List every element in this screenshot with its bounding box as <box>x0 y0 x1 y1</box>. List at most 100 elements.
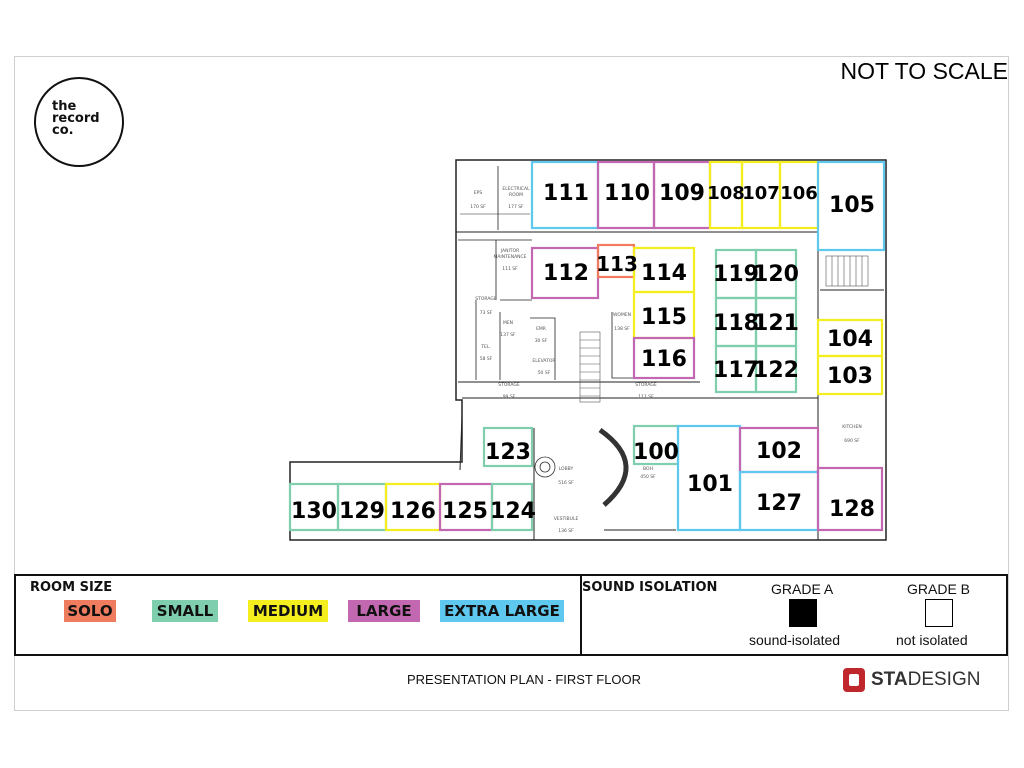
legend-small: SMALL <box>152 600 218 622</box>
room-105-outline <box>816 354 884 396</box>
room-128-number: 126 <box>390 499 436 524</box>
room-121-number: 119 <box>713 262 759 287</box>
logo-line-3: co. <box>52 123 74 138</box>
room-120-number: 118 <box>713 311 759 336</box>
sta-logo-rest: DESIGN <box>907 669 981 690</box>
room-126-number: 124 <box>490 499 536 524</box>
electrical-label-2: ROOM <box>509 192 523 198</box>
room-101-number: 101 <box>687 472 733 497</box>
legend-large: LARGE <box>348 600 420 622</box>
electrical-label: ELECTRICAL <box>502 186 530 192</box>
women-label: WOMEN <box>613 312 631 318</box>
women-area: 138 SF <box>614 326 630 332</box>
room-numbers: 111 110 109 108 107 106 105 112 113 114 … <box>291 181 875 524</box>
boh-area: 450 SF <box>640 474 656 480</box>
legend-solo: SOLO <box>64 600 116 622</box>
room-123-number: 121 <box>753 311 799 336</box>
room-126-outline <box>490 482 534 532</box>
storage-right-area: 111 SF <box>638 394 654 400</box>
storage-label: STORAGE <box>475 296 497 302</box>
lobby-curves <box>534 427 629 507</box>
sta-logo-icon <box>843 668 865 692</box>
room-112-number: 110 <box>604 181 650 206</box>
room-127-number: 125 <box>442 499 488 524</box>
eps-area: 170 SF <box>470 204 486 210</box>
grade-a-description: sound-isolated <box>749 632 841 648</box>
legend-medium: MEDIUM <box>248 600 328 622</box>
janitor-area: 111 SF <box>502 266 518 272</box>
room-119-number: 117 <box>713 358 759 383</box>
logo-line-2: record <box>52 111 100 126</box>
storage-right-label: STORAGE <box>635 382 657 388</box>
grade-b-swatch <box>925 599 953 627</box>
stairs <box>579 255 869 403</box>
lobby-label: LOBBY <box>559 466 574 472</box>
room-106-number: 104 <box>827 327 873 352</box>
janitor-label: JANITOR <box>500 248 519 254</box>
drawing-sheet-border <box>14 56 1009 711</box>
room-105-number: 103 <box>827 364 873 389</box>
record-co-logo: the record co. <box>34 77 124 167</box>
storage-area: 73 SF <box>480 310 493 316</box>
kitchen-area: 690 SF <box>844 438 860 444</box>
room-125-number: 123 <box>485 440 531 465</box>
room-104-number: 128 <box>829 497 875 522</box>
room-118-number: 116 <box>641 347 687 372</box>
room-124-number: 122 <box>753 358 799 383</box>
room-110-number: 108 <box>707 183 745 204</box>
kitchen-label: KITCHEN <box>842 424 862 430</box>
room-103-number: 127 <box>756 491 802 516</box>
storage-bottom-area: 99 SF <box>503 394 516 400</box>
emr-area: 30 SF <box>535 338 548 344</box>
sound-isolation-heading: SOUND ISOLATION <box>582 580 718 595</box>
room-size-heading: ROOM SIZE <box>30 580 113 595</box>
room-115-number: 113 <box>596 252 638 276</box>
legend-extra-large: EXTRA LARGE <box>440 600 564 622</box>
electrical-area: 177 SF <box>508 204 524 210</box>
plan-title: PRESENTATION PLAN - FIRST FLOOR <box>407 672 642 687</box>
room-130-number: 130 <box>291 499 337 524</box>
elevator-area: 50 SF <box>538 370 551 376</box>
not-to-scale-note: NOT TO SCALE <box>840 58 1008 84</box>
room-113-number: 111 <box>543 181 589 206</box>
room-114-number: 112 <box>543 261 589 286</box>
room-124-outline <box>754 344 798 394</box>
maintenance-label: MAINTENANCE <box>493 254 526 260</box>
emr-label: EMR <box>536 326 546 332</box>
room-109-number: 107 <box>742 183 780 204</box>
room-111-number: 109 <box>659 181 705 206</box>
logo-line-1: the <box>52 99 77 114</box>
grade-a-heading: GRADE A <box>771 581 834 597</box>
storage-bottom-label: STORAGE <box>498 382 520 388</box>
room-108-number: 106 <box>780 183 818 204</box>
space-labels: EPS 170 SF ELECTRICAL ROOM 177 SF JANITO… <box>470 186 861 534</box>
elevator-label: ELEVATOR <box>532 358 555 364</box>
room-117-number: 115 <box>641 305 687 330</box>
room-outlines <box>288 160 886 532</box>
grade-b-heading: GRADE B <box>907 581 971 597</box>
room-129-number: 129 <box>339 499 385 524</box>
sta-logo-text: STADESIGN <box>871 668 980 692</box>
men-area: 137 SF <box>500 332 516 338</box>
building-walls <box>289 159 887 541</box>
legend-box: ROOM SIZE SOLO SMALL MEDIUM LARGE EXTRA … <box>14 574 1008 656</box>
grade-a-swatch <box>789 599 817 627</box>
vestibule-area: 136 SF <box>558 528 574 534</box>
tel-label: TEL. <box>480 344 491 350</box>
grade-b-description: not isolated <box>896 632 968 648</box>
boh-label: BOH <box>643 466 653 472</box>
room-118-outline <box>632 336 696 380</box>
room-125-outline <box>482 426 534 468</box>
room-100-number: 100 <box>633 440 679 465</box>
sta-logo-bold: STA <box>871 669 908 690</box>
room-107-number: 105 <box>829 193 875 218</box>
men-label: MEN <box>503 320 513 326</box>
room-104-outline <box>816 466 884 532</box>
tel-area: 58 SF <box>480 356 493 362</box>
legend-divider <box>580 576 582 654</box>
lobby-area: 516 SF <box>558 480 574 486</box>
room-102-number: 102 <box>756 439 802 464</box>
room-122-number: 120 <box>753 262 799 287</box>
eps-label: EPS <box>474 190 483 196</box>
